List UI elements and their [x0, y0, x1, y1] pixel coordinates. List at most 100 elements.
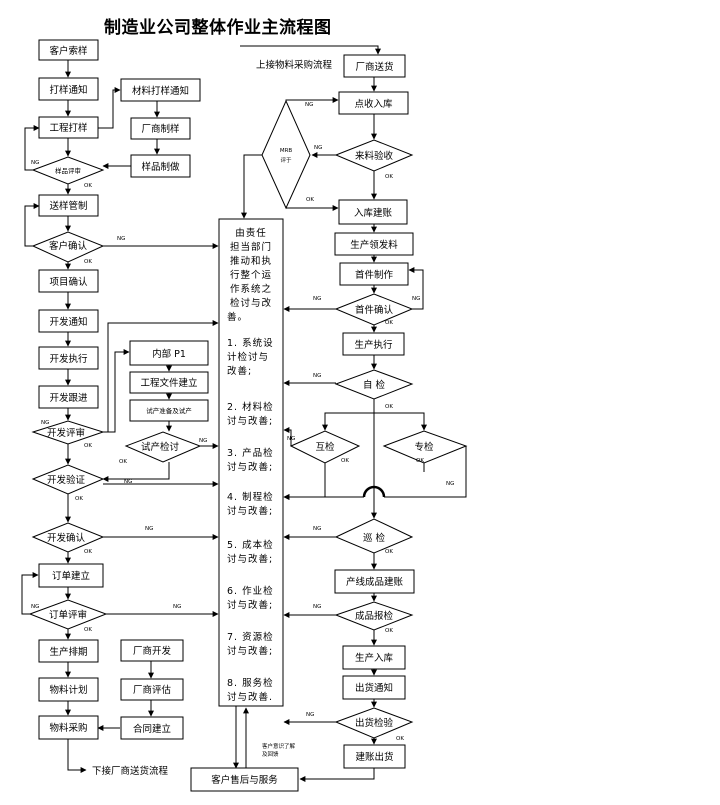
svg-text:5. 成本检: 5. 成本检	[227, 539, 274, 551]
svg-text:讨与改善.: 讨与改善.	[227, 691, 273, 703]
svg-text:出货通知: 出货通知	[355, 682, 393, 694]
svg-text:OK: OK	[385, 628, 393, 634]
svg-text:NG: NG	[314, 145, 322, 151]
svg-text:OK: OK	[385, 404, 393, 410]
node-vendor-delivery: 厂商送货	[343, 54, 406, 78]
svg-text:内部 P1: 内部 P1	[152, 348, 186, 360]
svg-text:厂商开发: 厂商开发	[133, 645, 172, 657]
node-trial-prep: 试产准备及试产	[129, 399, 209, 422]
node-shipping-account: 建账出货	[343, 744, 406, 769]
node-first-piece-make: 首件制作	[339, 262, 409, 286]
svg-text:产线成品建账: 产线成品建账	[346, 576, 404, 588]
svg-text:NG: NG	[41, 420, 49, 426]
svg-text:样品评审: 样品评审	[55, 166, 81, 175]
node-shipping-notice: 出货通知	[342, 675, 406, 700]
svg-text:讨与改善;: 讨与改善;	[227, 645, 273, 657]
node-sample-make: 样品制做	[130, 154, 191, 178]
node-finished-goods-report: 成品报检	[334, 601, 414, 631]
svg-text:计检讨与: 计检讨与	[227, 351, 269, 363]
node-dev-confirm: 开发确认	[31, 522, 105, 553]
node-dev-review: 开发评审	[31, 420, 105, 445]
svg-text:生产执行: 生产执行	[354, 339, 393, 351]
svg-text:OK: OK	[416, 458, 424, 464]
upstream-purchase-label: 上接物料采购流程	[256, 59, 333, 71]
svg-text:互检: 互检	[315, 441, 335, 453]
svg-text:NG: NG	[31, 160, 39, 166]
svg-text:样品制做: 样品制做	[141, 161, 180, 173]
svg-text:生产入库: 生产入库	[355, 652, 394, 664]
node-special-check: 专检	[382, 430, 468, 464]
svg-text:开发通知: 开发通知	[49, 316, 87, 328]
svg-text:来料验收: 来料验收	[355, 150, 394, 162]
flow-annotations: 上接物料采购流程 下接厂商送货流程 客户意识了解 及回馈 NG OK NG OK…	[31, 59, 454, 777]
node-order-setup: 订单建立	[38, 563, 104, 588]
svg-text:OK: OK	[119, 459, 127, 465]
svg-text:NG: NG	[199, 438, 207, 444]
svg-text:厂商制样: 厂商制样	[141, 123, 179, 135]
svg-text:OK: OK	[385, 320, 393, 326]
svg-text:材料打样通知: 材料打样通知	[132, 85, 189, 97]
svg-text:试产准备及试产: 试产准备及试产	[146, 406, 192, 415]
svg-text:客户索样: 客户索样	[49, 45, 87, 57]
svg-text:开发评审: 开发评审	[47, 427, 85, 439]
node-eng-doc-setup: 工程文件建立	[129, 371, 209, 394]
svg-text:厂商评估: 厂商评估	[133, 684, 172, 696]
svg-text:NG: NG	[124, 479, 132, 485]
svg-text:OK: OK	[385, 549, 393, 555]
svg-text:开发验证: 开发验证	[47, 474, 86, 486]
svg-text:工程文件建立: 工程文件建立	[140, 377, 197, 389]
node-self-check: 自 检	[334, 369, 414, 400]
svg-text:巡 检: 巡 检	[363, 532, 386, 544]
svg-text:成品报检: 成品报检	[355, 610, 394, 622]
svg-text:OK: OK	[84, 443, 92, 449]
svg-text:首件制作: 首件制作	[355, 269, 394, 281]
node-production-schedule: 生产排期	[38, 639, 99, 663]
node-sample-delivery: 送样管制	[38, 194, 99, 217]
node-project-confirm: 项目确认	[38, 269, 99, 293]
node-dev-follow: 开发跟进	[38, 385, 99, 409]
svg-text:订单评审: 订单评审	[49, 609, 87, 621]
svg-text:建账出货: 建账出货	[355, 751, 393, 763]
svg-text:送样管制: 送样管制	[49, 200, 87, 212]
svg-text:NG: NG	[313, 604, 321, 610]
svg-text:OK: OK	[396, 736, 404, 742]
svg-text:NG: NG	[306, 712, 314, 718]
svg-text:NG: NG	[117, 236, 125, 242]
svg-text:讨与改善;: 讨与改善;	[227, 505, 273, 517]
svg-text:MRB: MRB	[280, 148, 293, 154]
svg-text:项目确认: 项目确认	[49, 276, 88, 288]
node-internal-p1: 内部 P1	[129, 340, 209, 366]
svg-text:出货检验: 出货检验	[355, 717, 394, 729]
svg-text:6. 作业检: 6. 作业检	[227, 585, 274, 597]
node-production-material-issue: 生产领发料	[334, 232, 414, 256]
svg-text:OK: OK	[75, 496, 83, 502]
svg-text:推动和执: 推动和执	[230, 255, 272, 267]
svg-text:NG: NG	[145, 526, 153, 532]
svg-text:物料采购: 物料采购	[49, 722, 87, 734]
svg-text:1. 系统设: 1. 系统设	[227, 337, 274, 349]
svg-text:NG: NG	[287, 436, 295, 442]
svg-text:客户售后与服务: 客户售后与服务	[211, 774, 278, 786]
node-vendor-dev: 厂商开发	[120, 639, 184, 662]
svg-text:试产检讨: 试产检讨	[141, 441, 180, 453]
center-review-panel: 由责任 担当部门 推动和执 行整个运 作系统之 检讨与改 善。 1. 系统设 计…	[218, 218, 284, 707]
svg-text:NG: NG	[173, 604, 181, 610]
node-vendor-eval: 厂商评估	[120, 678, 184, 701]
svg-text:开发确认: 开发确认	[47, 532, 86, 544]
svg-text:OK: OK	[84, 183, 92, 189]
svg-text:改善;: 改善;	[227, 365, 252, 377]
node-first-piece-confirm: 首件确认	[334, 293, 414, 326]
svg-text:专检: 专检	[414, 441, 434, 453]
node-sample-notice: 打样通知	[38, 77, 99, 101]
svg-text:3. 产品检: 3. 产品检	[227, 447, 274, 459]
node-patrol-check: 巡 检	[334, 518, 414, 554]
svg-text:讨与改善;: 讨与改善;	[227, 553, 273, 565]
svg-text:讨与改善;: 讨与改善;	[227, 461, 273, 473]
node-dev-verify: 开发验证	[31, 464, 105, 495]
svg-text:由责任: 由责任	[235, 227, 267, 239]
connector-lines	[21, 45, 467, 782]
node-count-receive: 点收入库	[338, 91, 409, 115]
svg-text:作系统之: 作系统之	[230, 283, 272, 295]
node-sample-review: 样品评审	[31, 156, 105, 185]
svg-text:NG: NG	[313, 526, 321, 532]
